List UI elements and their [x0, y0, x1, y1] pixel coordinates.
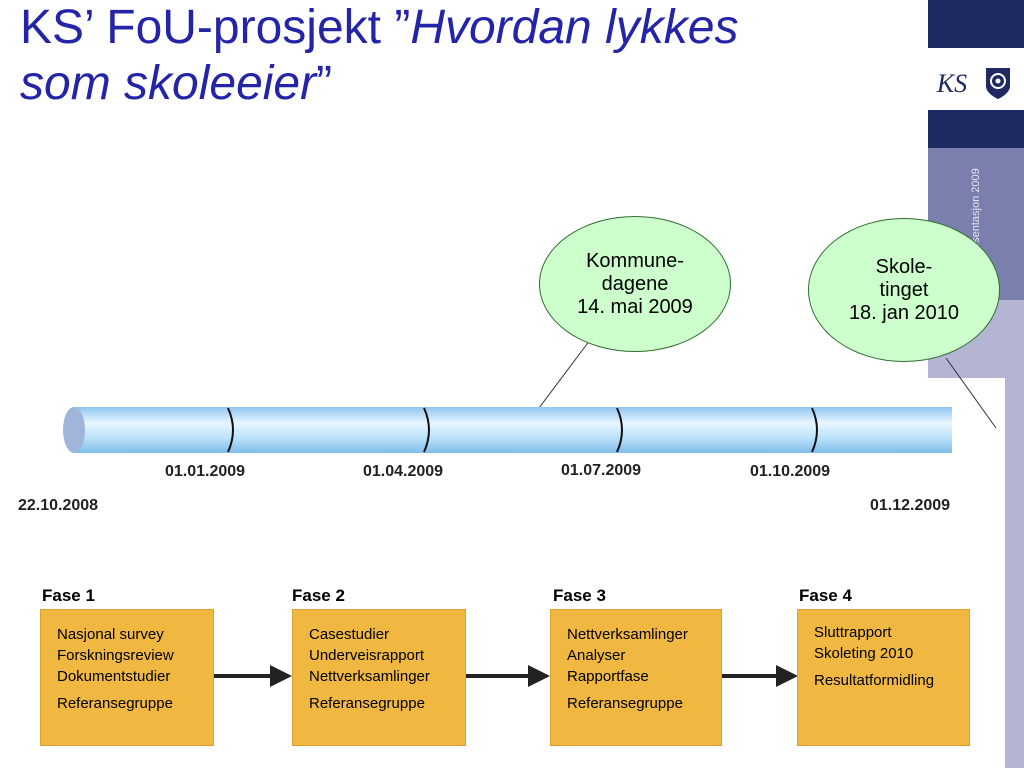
callout-line-2 [945, 357, 997, 429]
ks-logo: KS [936, 69, 968, 98]
timeline-tick-label: 01.10.2009 [750, 463, 831, 480]
phase-item: Nasjonal survey [57, 626, 164, 643]
arrow-right-icon [270, 665, 292, 687]
timeline-joint [423, 407, 430, 453]
phase-4-box: Sluttrapport Skoleting 2010 Resultatform… [797, 609, 970, 746]
timeline-tick-label: 01.04.2009 [363, 463, 444, 480]
phase-item: Referansegruppe [57, 695, 173, 712]
decor-band-bottom [1002, 378, 1024, 768]
phase-3-heading: Fase 3 [553, 586, 606, 605]
phase-item: Casestudier [309, 626, 390, 643]
phase-item: Dokumentstudier [57, 668, 171, 685]
arrow-right-icon [776, 665, 798, 687]
phase-2-box: Casestudier Underveisrapport Nettverksam… [292, 609, 466, 746]
timeline-joint [616, 407, 623, 453]
phase-4-heading: Fase 4 [799, 586, 852, 605]
timeline-start-label: 22.10.2008 [18, 497, 99, 514]
shield-icon [986, 68, 1010, 99]
timeline-tick-label: 01.01.2009 [165, 463, 246, 480]
arrow-right-icon [528, 665, 550, 687]
event-bubble-skoletinget: Skole- tinget 18. jan 2010 [808, 218, 1000, 362]
phase-item: Nettverksamlinger [567, 626, 688, 643]
timeline-joint [811, 407, 818, 453]
timeline-joint [227, 407, 234, 453]
phase-2-heading: Fase 2 [292, 586, 345, 605]
timeline-end-label: 01.12.2009 [870, 497, 951, 514]
phase-item: Rapportfase [567, 668, 649, 685]
phase-item: Sluttrapport [814, 624, 892, 641]
phase-item: Analyser [567, 647, 626, 664]
timeline-bar [74, 407, 952, 453]
event-bubble-kommunedagene: Kommune- dagene 14. mai 2009 [539, 216, 731, 352]
timeline-tick-label: 01.07.2009 [561, 462, 642, 479]
phase-1-heading: Fase 1 [42, 586, 95, 605]
phase-item: Referansegruppe [309, 695, 425, 712]
timeline-bar-end [63, 407, 85, 453]
decor-band-dark [928, 110, 1024, 148]
decor-band-top [928, 0, 1024, 48]
phase-item: Underveisrapport [309, 647, 425, 664]
phase-item: Resultatformidling [814, 672, 935, 689]
phase-item: Nettverksamlinger [309, 668, 430, 685]
phase-1-box: Nasjonal survey Forskningsreview Dokumen… [40, 609, 214, 746]
phase-3-box: Nettverksamlinger Analyser Rapportfase R… [550, 609, 722, 746]
phase-item: Forskningsreview [57, 647, 174, 664]
phase-item: Referansegruppe [567, 695, 683, 712]
phase-item: Skoleting 2010 [814, 645, 914, 662]
